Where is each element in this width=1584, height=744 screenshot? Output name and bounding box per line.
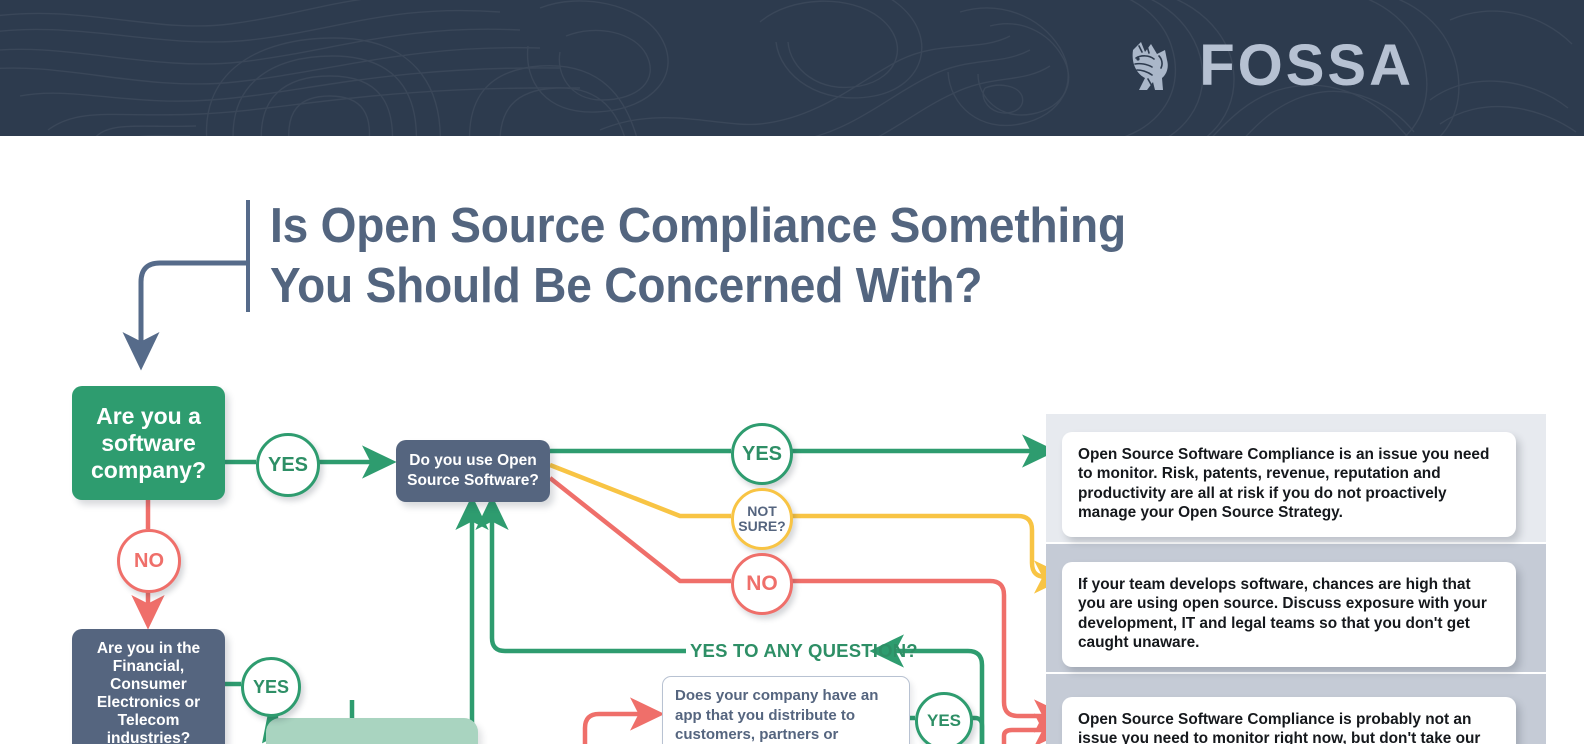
topographic-texture [0,0,1577,136]
result-card-probably-not: Open Source Software Compliance is proba… [1062,697,1516,744]
decision-yes-oss-label: YES [741,442,783,465]
node-software-company-label: Are you a software company? [90,402,207,483]
decision-yes-industry[interactable]: YES [241,657,301,717]
card-app-distribution-label: Does your company have an app that you d… [675,687,879,743]
label-yes-to-any-question: YES TO ANY QUESTION? [690,640,918,661]
wire-oss-notsure [549,462,731,519]
decision-no-oss[interactable]: NO [731,553,793,615]
page-header: FOSSA [0,0,1584,136]
decision-yes-oss[interactable]: YES [731,423,793,485]
decision-yes-software[interactable]: YES [256,433,320,497]
decision-yes-app-label: YES [926,711,962,730]
wire-oss-no [548,476,731,584]
result-card-develops-text: If your team develops software, chances … [1078,576,1487,652]
node-industry-question-label: Are you in the Financial, Consumer Elect… [96,640,201,744]
decision-yes-app[interactable]: YES [915,692,973,744]
decision-yes-industry-label: YES [252,676,290,697]
brand-name: FOSSA [1199,33,1414,98]
decision-not-sure-oss-label: NOT SURE? [738,504,785,534]
result-card-monitor: Open Source Software Compliance is an is… [1062,432,1516,537]
wire-red-into-app [582,697,665,744]
decision-not-sure-oss[interactable]: NOT SURE? [731,488,793,550]
result-card-probably-not-text: Open Source Software Compliance is proba… [1078,711,1481,744]
decision-no-software[interactable]: NO [117,529,181,593]
wire-yesany-left-up [475,495,686,654]
page-title-line1: Is Open Source Compliance Something [270,199,1126,253]
decision-no-software-label: NO [134,549,164,572]
node-industry-question[interactable]: Are you in the Financial, Consumer Elect… [72,629,225,744]
node-open-source-software-label: Do you use Open Source Software? [407,452,539,489]
node-light-green-placeholder [266,718,478,744]
wire-notsure-to-result2 [787,513,1069,594]
page-title-line2: You Should Be Concerned With? [270,259,983,313]
result-card-monitor-text: Open Source Software Compliance is an is… [1078,446,1490,522]
result-card-develops: If your team develops software, chances … [1062,562,1516,667]
wire-red2-to-result3 [1001,713,1069,744]
decision-yes-software-label: YES [267,453,309,476]
card-app-distribution-question[interactable]: Does your company have an app that you d… [662,676,910,744]
page-title: Is Open Source Compliance Something You … [270,196,1332,316]
fossa-lynx-logo-icon [1132,42,1168,90]
wire-title-to-start [122,260,247,371]
node-open-source-software[interactable]: Do you use Open Source Software? [396,440,550,502]
decision-no-oss-label: NO [746,572,778,595]
node-software-company[interactable]: Are you a software company? [72,386,225,500]
decision-not-sure-line2: SURE? [738,518,786,534]
title-accent-rule [246,200,250,312]
decision-not-sure-line1: NOT [747,503,777,519]
brand-logo: FOSSA [1121,34,1414,98]
